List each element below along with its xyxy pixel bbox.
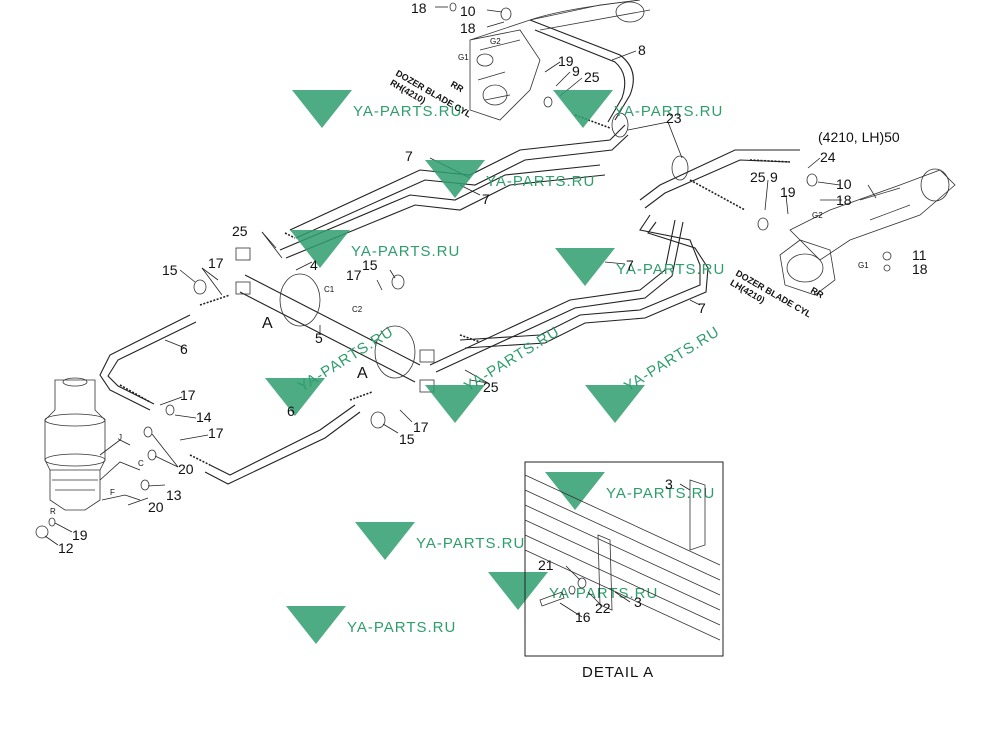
- label-11: 11: [912, 247, 927, 263]
- svg-text:YA-PARTS.RU: YA-PARTS.RU: [486, 173, 595, 190]
- rh-rr-label: RR: [449, 79, 466, 94]
- label-17e: 17: [208, 425, 224, 441]
- svg-text:YA-PARTS.RU: YA-PARTS.RU: [549, 585, 658, 602]
- watermark-5: YA-PARTS.RU: [555, 248, 725, 286]
- port-j: J: [118, 433, 122, 442]
- label-7b: 7: [482, 191, 490, 207]
- watermark-11: YA-PARTS.RU: [488, 572, 658, 610]
- label-18c: 18: [836, 192, 852, 208]
- port-g2b: G2: [812, 211, 823, 220]
- svg-text:YA-PARTS.RU: YA-PARTS.RU: [353, 103, 462, 120]
- watermark-1: YA-PARTS.RU: [292, 90, 462, 128]
- watermark-10: YA-PARTS.RU: [355, 522, 525, 560]
- fittings: [35, 2, 892, 539]
- port-c1: C1: [324, 285, 335, 294]
- label-6a: 6: [180, 341, 188, 357]
- label-4: 4: [310, 257, 318, 273]
- label-15a: 15: [162, 262, 178, 278]
- label-17c: 17: [413, 419, 429, 435]
- cylinder-labels: DOZER BLADE CYL RH(4210) RR DOZER BLADE …: [389, 68, 826, 320]
- swivel-joint-body: [44, 377, 106, 511]
- label-14: 14: [196, 409, 212, 425]
- hoses: [119, 114, 791, 466]
- watermark-9: YA-PARTS.RU: [545, 472, 715, 510]
- lh-rr-label: RR: [809, 285, 826, 300]
- label-16: 16: [575, 609, 591, 625]
- label-15b: 15: [362, 257, 378, 273]
- label-24: 24: [820, 149, 836, 165]
- rh-dozer-cylinder: [469, 0, 651, 121]
- label-25a: 25: [584, 69, 600, 85]
- svg-text:YA-PARTS.RU: YA-PARTS.RU: [461, 323, 563, 395]
- pipe-lines: [99, 19, 800, 485]
- label-18b: 18: [460, 20, 476, 36]
- label-20b: 20: [148, 499, 164, 515]
- label-9a: 9: [572, 63, 580, 79]
- label-6b: 6: [287, 403, 295, 419]
- port-f: F: [110, 488, 115, 497]
- detail-a-box: [524, 461, 724, 657]
- label-25b: 25: [750, 169, 766, 185]
- port-r: R: [50, 507, 56, 516]
- label-50: (4210, LH)50: [818, 129, 900, 145]
- watermark-8: YA-PARTS.RU: [585, 323, 723, 423]
- svg-text:YA-PARTS.RU: YA-PARTS.RU: [351, 243, 460, 260]
- port-c2: C2: [352, 305, 363, 314]
- port-labels: G1 G2 G1 G2 C1 C2 J C F R: [50, 37, 869, 516]
- svg-text:YA-PARTS.RU: YA-PARTS.RU: [616, 261, 725, 278]
- port-g1b: G1: [858, 261, 869, 270]
- label-9b: 9: [770, 169, 778, 185]
- label-a2: A: [357, 365, 368, 382]
- label-3b: 3: [634, 594, 642, 610]
- port-g2a: G2: [490, 37, 501, 46]
- label-13: 13: [166, 487, 182, 503]
- label-22: 22: [595, 600, 611, 616]
- label-25c: 25: [232, 223, 248, 239]
- label-10b: 10: [836, 176, 852, 192]
- label-10a: 10: [460, 3, 476, 19]
- label-18d: 18: [912, 261, 928, 277]
- label-8: 8: [638, 42, 646, 58]
- lh-dozer-cylinder: [779, 168, 956, 296]
- svg-text:YA-PARTS.RU: YA-PARTS.RU: [347, 619, 456, 636]
- label-20a: 20: [178, 461, 194, 477]
- label-7a: 7: [405, 148, 413, 164]
- label-19b: 19: [780, 184, 796, 200]
- watermark-2: YA-PARTS.RU: [553, 90, 723, 128]
- label-12: 12: [58, 540, 74, 556]
- label-18a: 18: [411, 0, 427, 16]
- label-3a: 3: [665, 476, 673, 492]
- watermark-12: YA-PARTS.RU: [286, 606, 456, 644]
- label-25d: 25: [483, 379, 499, 395]
- svg-text:YA-PARTS.RU: YA-PARTS.RU: [606, 485, 715, 502]
- watermark-3: YA-PARTS.RU: [425, 160, 595, 198]
- part-labels: 18 10 18 8 19 9 25 7 7 23 (4210, LH)50 2…: [58, 0, 928, 625]
- svg-text:YA-PARTS.RU: YA-PARTS.RU: [621, 323, 723, 395]
- detail-a-caption: DETAIL A: [582, 664, 654, 681]
- label-19c: 19: [72, 527, 88, 543]
- label-23: 23: [666, 110, 682, 126]
- watermark-6: YA-PARTS.RU: [265, 323, 397, 416]
- label-21: 21: [538, 557, 554, 573]
- label-a1: A: [262, 315, 273, 332]
- svg-text:YA-PARTS.RU: YA-PARTS.RU: [416, 535, 525, 552]
- label-7d: 7: [698, 300, 706, 316]
- label-15c: 15: [399, 431, 415, 447]
- label-17d: 17: [180, 387, 196, 403]
- watermark-4: YA-PARTS.RU: [290, 230, 460, 268]
- label-17a: 17: [208, 255, 224, 271]
- label-17b: 17: [346, 267, 362, 283]
- label-7c: 7: [626, 257, 634, 273]
- port-g1a: G1: [458, 53, 469, 62]
- port-c: C: [138, 459, 144, 468]
- svg-text:YA-PARTS.RU: YA-PARTS.RU: [614, 103, 723, 120]
- label-5: 5: [315, 330, 323, 346]
- watermarks: YA-PARTS.RU YA-PARTS.RU YA-PARTS.RU YA-P…: [265, 90, 725, 644]
- label-19a: 19: [558, 53, 574, 69]
- svg-text:YA-PARTS.RU: YA-PARTS.RU: [295, 323, 397, 395]
